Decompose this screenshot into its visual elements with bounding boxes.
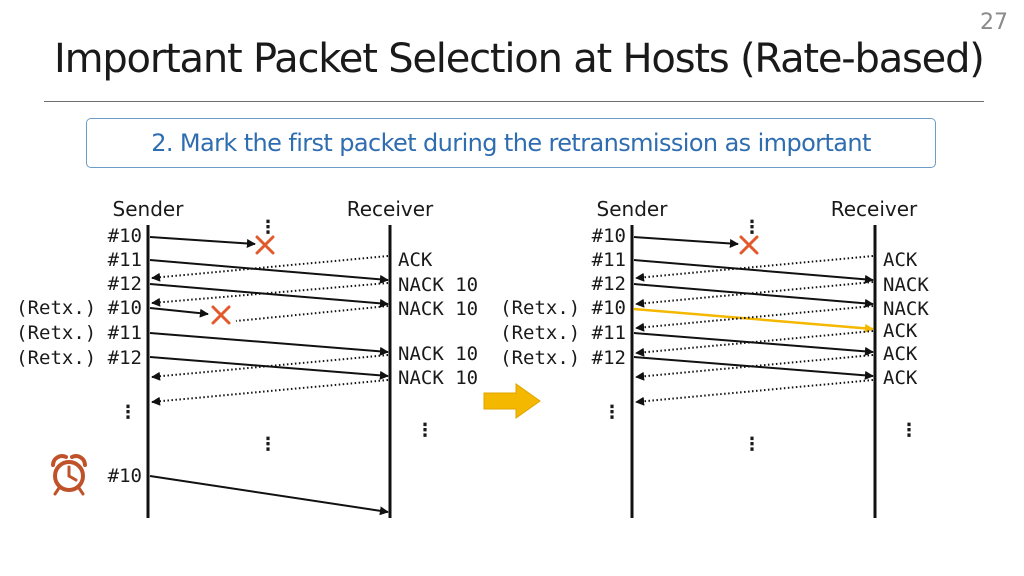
left-sender-label: #10 — [108, 225, 142, 247]
ellipsis: ⋮ — [259, 434, 277, 455]
slide-title: Important Packet Selection at Hosts (Rat… — [54, 36, 985, 82]
left-sender-label: (Retx.) #12 — [16, 347, 142, 369]
ack-packet-arrow — [635, 255, 874, 282]
right-sender-label: #12 — [592, 273, 626, 295]
right-receiver-label: NACK — [883, 298, 929, 320]
slide-number: 27 — [980, 10, 1008, 35]
right-sender-label: (Retx.) #11 — [500, 322, 626, 344]
ellipsis: ⋮ — [603, 402, 621, 423]
title-divider — [44, 101, 984, 102]
data-packet-arrow — [149, 236, 256, 248]
data-packet-arrow — [149, 332, 389, 356]
data-packet-arrow — [149, 259, 389, 284]
left-receiver-label: NACK 10 — [398, 367, 478, 389]
right-receiver-label: ACK — [883, 367, 918, 389]
ack-packet-arrow — [151, 255, 389, 282]
left-diagram: Sender Receiver #10 #11 #12 (Retx.) #10 … — [16, 197, 478, 518]
right-receiver-label: NACK — [883, 274, 929, 296]
next-step-arrow-icon — [483, 383, 541, 419]
data-packet-arrow — [633, 236, 739, 248]
left-sender-label: #11 — [108, 249, 142, 271]
right-sender-label: #10 — [592, 225, 626, 247]
ack-packet-arrow — [151, 282, 389, 307]
important-packet-arrow — [633, 307, 874, 333]
left-receiver-label: NACK 10 — [398, 298, 478, 320]
left-timeout-label: #10 — [108, 465, 142, 487]
right-sender-label: (Retx.) #12 — [500, 347, 626, 369]
right-receiver-label: ACK — [883, 320, 918, 342]
callout-text: 2. Mark the first packet during the retr… — [151, 129, 871, 157]
right-receiver-header: Receiver — [831, 197, 918, 221]
data-packet-arrow — [633, 259, 874, 284]
right-sender-label: (Retx.) #10 — [500, 297, 626, 319]
right-sender-label: #11 — [592, 249, 626, 271]
left-sender-header: Sender — [113, 197, 185, 221]
left-receiver-label: NACK 10 — [398, 274, 478, 296]
ellipsis: ⋮ — [900, 420, 918, 441]
ellipsis: ⋮ — [119, 402, 137, 423]
right-diagram: Sender Receiver #10 #11 #12 (Retx.) #10 … — [500, 197, 929, 518]
lost-x-icon — [211, 305, 231, 325]
ack-packet-arrow — [235, 305, 389, 322]
data-packet-arrow — [149, 307, 209, 318]
left-receiver-header: Receiver — [347, 197, 434, 221]
timeout-retransmit-arrow — [149, 475, 389, 516]
ack-packet-arrow — [151, 379, 389, 406]
right-receiver-label: ACK — [883, 249, 918, 271]
left-sender-label: (Retx.) #10 — [16, 297, 142, 319]
data-packet-arrow — [149, 356, 389, 380]
ellipsis: ⋮ — [743, 434, 761, 455]
data-packet-arrow — [149, 283, 389, 308]
left-sender-label: #12 — [108, 273, 142, 295]
left-receiver-label: NACK 10 — [398, 343, 478, 365]
callout-box: 2. Mark the first packet during the retr… — [86, 118, 936, 168]
left-sender-label: (Retx.) #11 — [16, 322, 142, 344]
ellipsis: ⋮ — [743, 217, 761, 238]
left-receiver-label: ACK — [398, 249, 433, 271]
right-receiver-label: ACK — [883, 343, 918, 365]
alarm-clock-icon — [51, 454, 87, 496]
lost-x-icon — [255, 235, 275, 255]
lost-x-icon — [739, 235, 759, 255]
ellipsis: ⋮ — [259, 217, 277, 238]
right-sender-header: Sender — [597, 197, 669, 221]
ack-packet-arrow — [635, 379, 874, 406]
ack-packet-arrow — [635, 305, 874, 332]
ellipsis: ⋮ — [416, 420, 434, 441]
